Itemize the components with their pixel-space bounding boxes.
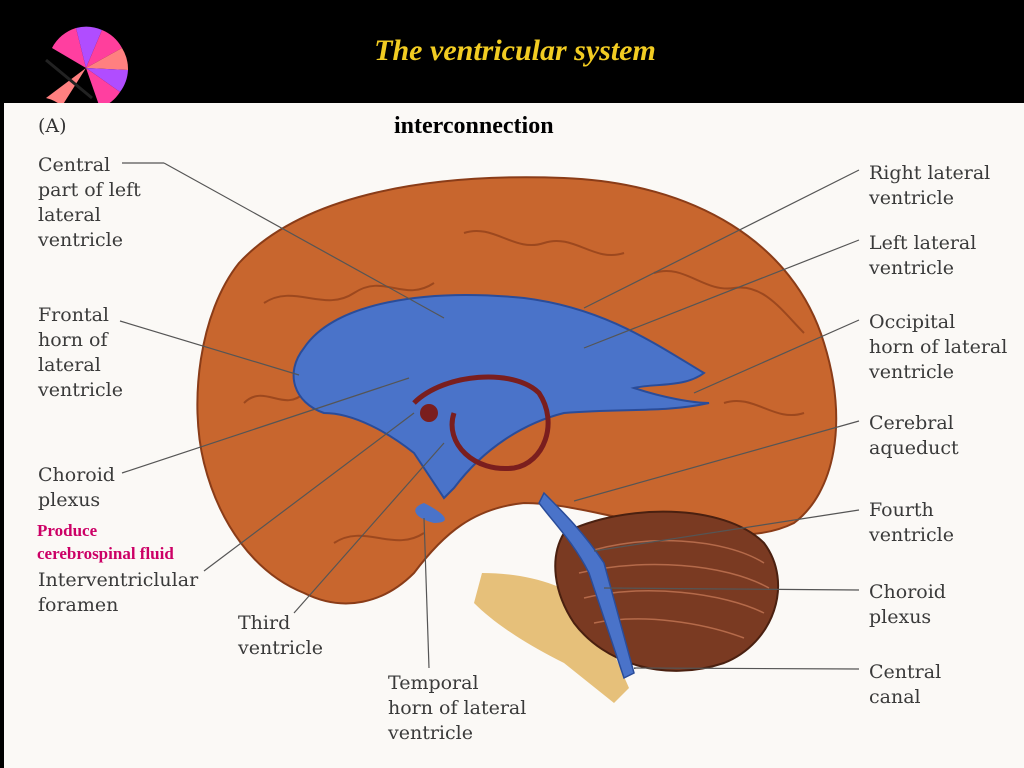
label-frontal-horn: Frontal horn of lateral ventricle <box>38 304 123 401</box>
title-bar: The ventricular system <box>0 0 1024 108</box>
figure-letter: (A) <box>38 115 67 137</box>
label-temporal-horn: Temporal horn of lateral ventricle <box>388 672 527 744</box>
label-cerebral-aqueduct: Cerebral aqueduct <box>869 412 959 459</box>
label-right-lateral: Right lateral ventricle <box>869 162 991 209</box>
label-fourth-ventricle: Fourth ventricle <box>869 499 954 546</box>
label-left-lateral: Left lateral ventricle <box>869 232 977 279</box>
label-choroid-plexus-right: Choroid plexus <box>869 581 946 628</box>
label-interventricular-foramen: Interventriclular foramen <box>38 569 199 616</box>
label-third-ventricle: Third ventricle <box>238 612 323 659</box>
slide-title: The ventricular system <box>374 34 656 67</box>
brain-illustration <box>119 162 860 703</box>
label-choroid-plexus-left: Choroid plexus <box>38 464 115 511</box>
choroid-plexus <box>412 374 551 472</box>
leader-lines <box>119 162 860 670</box>
annotation-produce-csf: Produce cerebrospinal fluid <box>37 521 174 563</box>
label-central-part: Central part of left lateral ventricle <box>38 154 141 251</box>
choroid-knot <box>420 404 438 422</box>
subtitle: interconnection <box>394 113 554 139</box>
label-occipital-horn: Occipital horn of lateral ventricle <box>869 311 1008 383</box>
diagram-area: (A) interconnection Central part of left… <box>4 103 1024 768</box>
label-central-canal: Central canal <box>869 661 942 708</box>
ventricle-temporal-horn <box>415 503 445 523</box>
gyri <box>243 230 805 544</box>
fan-logo-icon <box>45 26 129 108</box>
ventricle-aqueduct <box>538 491 635 680</box>
